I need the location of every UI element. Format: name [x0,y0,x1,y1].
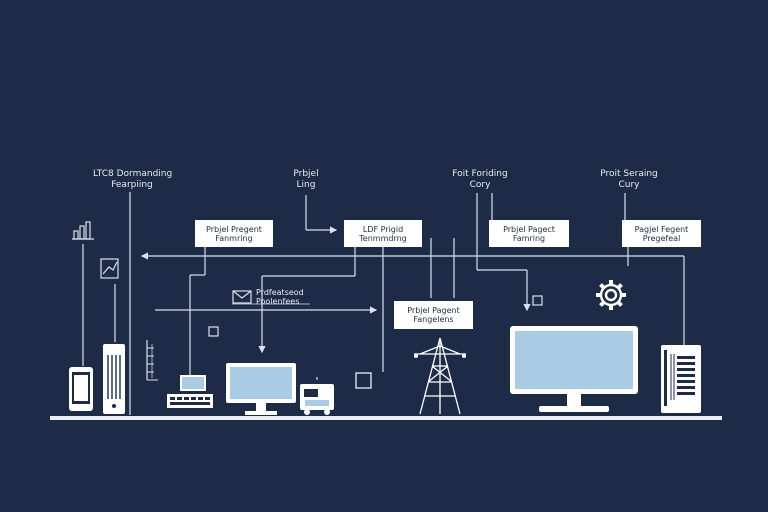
gear-icon [596,280,626,310]
small-square [355,372,372,389]
transmission-tower-icon [414,337,466,415]
server-rack-icon [103,344,125,414]
printer-icon [300,384,334,415]
barcode-server-icon [661,345,701,413]
mail-icon [232,290,252,304]
large-monitor-icon [510,326,638,412]
smartphone-icon [69,367,93,411]
desktop-monitor-icon [226,363,296,415]
chart-icon [72,221,94,240]
small-square [532,295,543,306]
trend-icon [100,258,119,279]
keyboard-device-icon [167,375,213,408]
small-square [208,326,219,337]
